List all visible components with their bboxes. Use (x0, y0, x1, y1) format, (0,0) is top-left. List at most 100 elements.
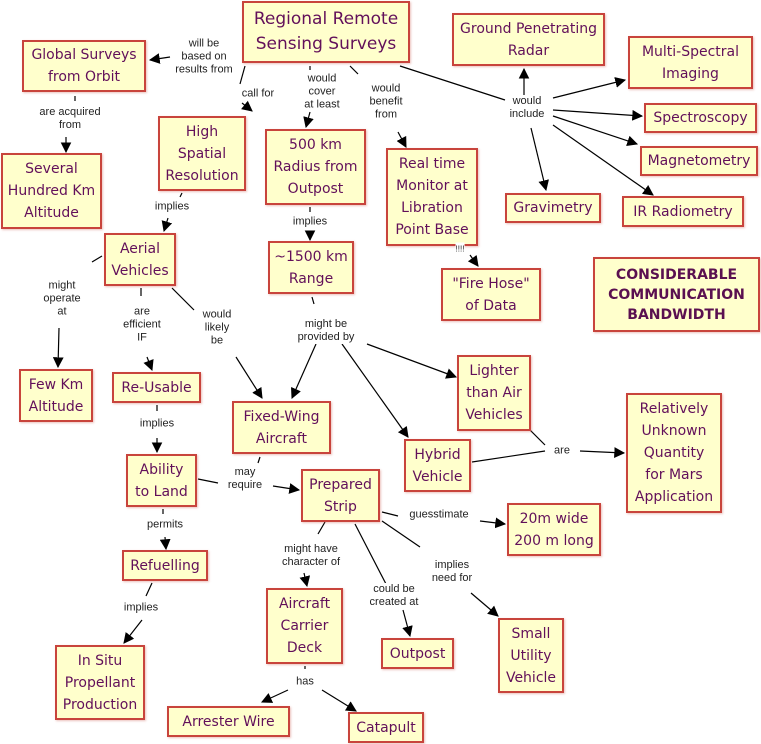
link-permits: permits (146, 518, 184, 532)
connector-arrow (467, 254, 479, 267)
connector-line (239, 65, 246, 85)
connector-arrow (159, 536, 171, 551)
connector-line (197, 478, 219, 484)
link-implies-radius: implies (292, 215, 328, 229)
connector-arrow (552, 115, 639, 147)
connector-arrow (479, 517, 507, 529)
node-ground-penetrating-radar[interactable]: Ground Penetrating Radar (452, 13, 605, 66)
connector-line (529, 429, 546, 446)
connector-arrow (161, 217, 173, 233)
connector-line (354, 523, 387, 585)
node-multi-spectral-imaging[interactable]: Multi-Spectral Imaging (628, 36, 753, 89)
node-catapult[interactable]: Catapult (348, 712, 424, 743)
connector-arrow (241, 100, 253, 112)
connector-line (257, 456, 261, 464)
node-ability-to-land[interactable]: Ability to Land (126, 454, 197, 507)
node-hybrid-vehicle[interactable]: Hybrid Vehicle (404, 439, 471, 492)
node-arrester-wire[interactable]: Arrester Wire (167, 706, 290, 737)
link-would-cover: would cover at least (304, 72, 340, 112)
link-are-acquired-from: are acquired from (39, 106, 101, 132)
connector-arrow (402, 609, 413, 638)
connector-arrow (579, 447, 626, 458)
link-might-have-character-of: might have character of (281, 543, 341, 569)
connector-arrow (552, 77, 627, 99)
node-realtime-monitor[interactable]: Real time Monitor at Libration Point Bas… (386, 148, 478, 246)
link-implies-need-for: implies need for (431, 559, 473, 585)
connector-arrow (143, 356, 154, 372)
link-implies-highres: implies (154, 200, 190, 214)
connector-arrow (552, 109, 644, 121)
node-small-utility-vehicle[interactable]: Small Utility Vehicle (498, 618, 564, 693)
link-are: are (554, 444, 570, 458)
node-refuelling[interactable]: Refuelling (122, 550, 208, 581)
connector-arrow (272, 483, 301, 494)
link-guesstimate: guesstimate (409, 508, 469, 522)
link-would-likely-be: would likely be (202, 308, 232, 348)
connector-line (91, 255, 103, 263)
link-are-efficient-if: are efficient IF (123, 305, 161, 345)
link-implies-reusable: implies (139, 417, 175, 431)
link-would-benefit: would benefit from (369, 82, 403, 122)
node-relatively-unknown[interactable]: Relatively Unknown Quantity for Mars App… (626, 393, 722, 513)
node-outpost[interactable]: Outpost (381, 638, 454, 669)
connector-arrow (235, 356, 263, 399)
connector-arrow (396, 131, 407, 148)
connector-line (381, 511, 399, 517)
connector-arrow (321, 689, 357, 712)
node-aircraft-carrier-deck[interactable]: Aircraft Carrier Deck (266, 588, 343, 664)
link-might-operate-at: might operate at (43, 279, 81, 319)
node-20m-wide[interactable]: 20m wide 200 m long (507, 503, 601, 556)
connector-arrow (261, 689, 289, 703)
connector-arrow (303, 111, 314, 129)
connector-arrow (530, 127, 549, 192)
connector-line (349, 65, 359, 75)
connector-arrow (123, 619, 143, 644)
connector-arrow (470, 592, 499, 617)
node-high-spatial-resolution[interactable]: High Spatial Resolution (158, 116, 246, 191)
node-regional-remote-sensing[interactable]: Regional Remote Sensing Surveys (242, 1, 410, 63)
connector-line (171, 287, 195, 311)
link-might-be-provided-by: might be provided by (297, 318, 355, 344)
connector-arrow (52, 327, 64, 369)
node-fixed-wing-aircraft[interactable]: Fixed-Wing Aircraft (232, 401, 331, 454)
connector-arrow (366, 343, 458, 379)
link-call-for: call for (241, 87, 275, 101)
connector-line (317, 521, 326, 535)
connector-line (145, 582, 153, 597)
node-fire-hose[interactable]: "Fire Hose" of Data (441, 268, 541, 321)
node-lighter-than-air[interactable]: Lighter than Air Vehicles (457, 355, 531, 431)
link-will-be-based-on: will be based on results from (175, 37, 233, 77)
node-considerable-bandwidth[interactable]: CONSIDERABLE COMMUNICATION BANDWIDTH (593, 257, 760, 332)
node-magnetometry[interactable]: Magnetometry (640, 146, 758, 176)
link-exclamation: !!!! (455, 242, 465, 256)
node-ir-radiometry[interactable]: IR Radiometry (622, 196, 744, 227)
node-in-situ-propellant[interactable]: In Situ Propellant Production (55, 645, 145, 720)
connector-arrow (341, 343, 409, 438)
node-1500km-range[interactable]: ~1500 km Range (268, 241, 354, 294)
connector-arrow (299, 572, 311, 588)
connector-line (179, 192, 183, 198)
link-implies-refuelling: implies (123, 601, 159, 615)
link-would-include: would include (509, 95, 545, 121)
link-has: has (296, 675, 314, 689)
node-500km-radius[interactable]: 500 km Radius from Outpost (265, 129, 366, 205)
connector-arrow (552, 124, 654, 196)
connector-line (399, 65, 506, 101)
node-few-km-altitude[interactable]: Few Km Altitude (19, 369, 93, 422)
connector-line (311, 296, 315, 305)
node-re-usable[interactable]: Re-Usable (112, 372, 201, 403)
connector-arrow (291, 343, 317, 399)
link-could-be-created-at: could be created at (369, 583, 419, 609)
connector-line (381, 520, 421, 548)
link-may-require: may require (227, 466, 263, 492)
node-gravimetry[interactable]: Gravimetry (505, 193, 601, 223)
node-several-hundred-km[interactable]: Several Hundred Km Altitude (1, 153, 102, 229)
node-global-surveys[interactable]: Global Surveys from Orbit (22, 40, 146, 92)
node-aerial-vehicles[interactable]: Aerial Vehicles (104, 233, 176, 286)
connector-line (471, 450, 546, 463)
node-prepared-strip[interactable]: Prepared Strip (301, 469, 380, 522)
node-spectroscopy[interactable]: Spectroscopy (644, 103, 757, 133)
connector-arrow (148, 53, 171, 64)
